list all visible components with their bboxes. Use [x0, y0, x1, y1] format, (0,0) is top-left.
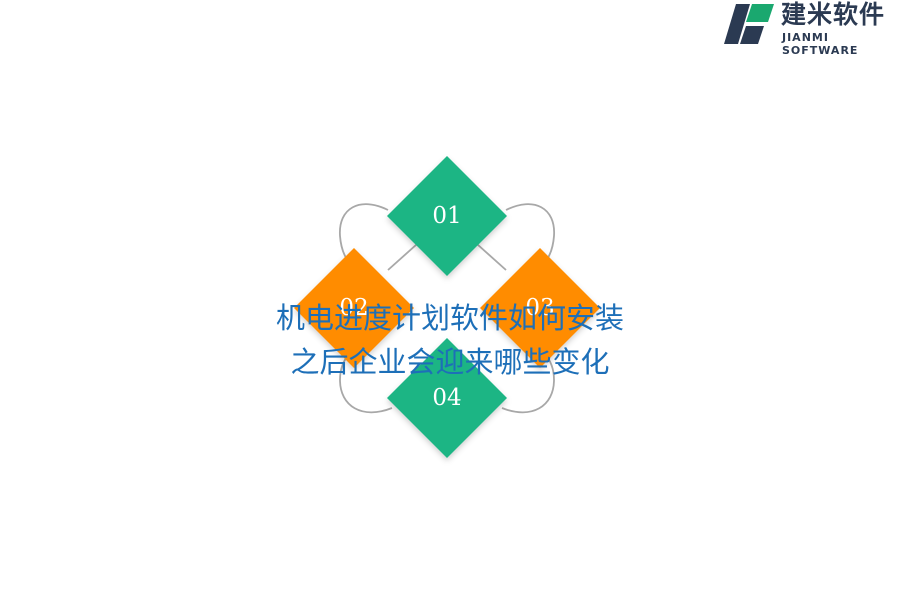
step-number-03: 03	[525, 295, 555, 321]
step-number-02: 02	[339, 295, 369, 321]
diamond-02	[294, 248, 414, 368]
title-line-1: 机电进度计划软件如何安装	[275, 301, 624, 335]
step-number-01: 01	[432, 203, 462, 229]
logo-mark-icon	[724, 4, 774, 44]
title-line-2: 之后企业会迎来哪些变化	[290, 345, 610, 379]
page-title: 机电进度计划软件如何安装 之后企业会迎来哪些变化	[200, 296, 700, 384]
logo-name-en: JIANMI SOFTWARE	[782, 31, 859, 57]
logo-name-cn: 建米软件	[781, 0, 886, 29]
diamond-01	[387, 156, 507, 276]
step-number-04: 04	[432, 385, 462, 411]
diamond-04	[387, 338, 507, 458]
brand-logo: 建米软件 JIANMI SOFTWARE	[724, 0, 900, 57]
diamond-group	[294, 156, 600, 458]
diamond-03	[480, 248, 600, 368]
